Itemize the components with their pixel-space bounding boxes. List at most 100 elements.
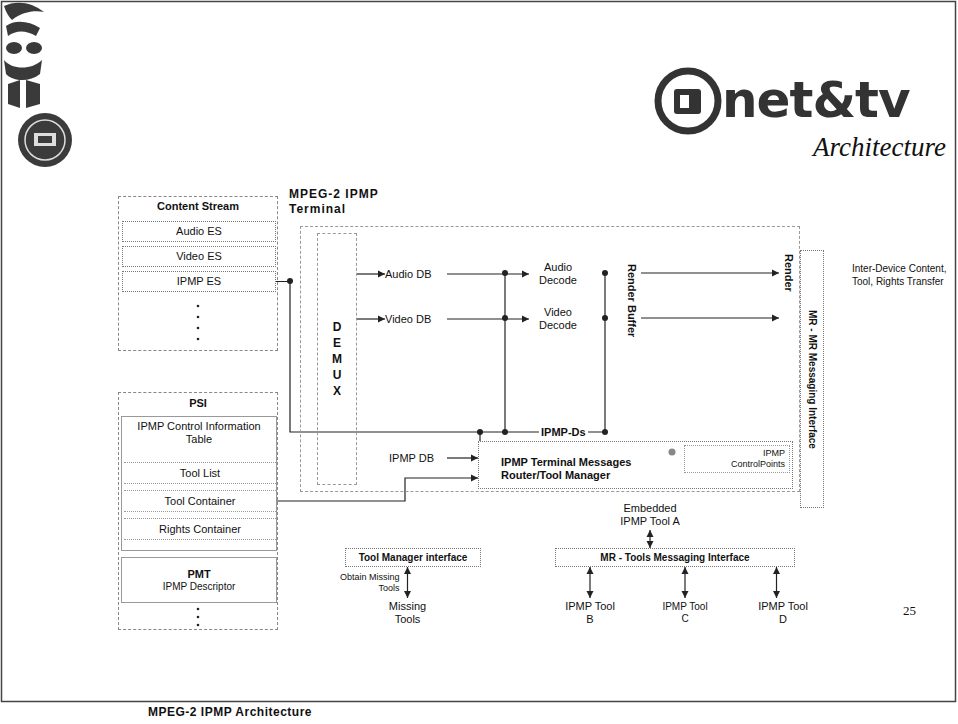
logo-wordmark: net&tv — [722, 70, 910, 130]
crest-emblem — [4, 3, 44, 108]
arrowhead — [772, 315, 779, 322]
side-note: Inter-Device Content, Tool, Rights Trans… — [852, 262, 952, 288]
node-text: Render Buffer — [626, 264, 638, 337]
decoder-label: Audio Decode — [529, 259, 587, 289]
node-text: Video Decode — [529, 306, 587, 332]
node-text: Tool Container — [165, 495, 236, 508]
demux-column: DEMUX — [317, 233, 357, 485]
connector-line — [276, 478, 478, 501]
connector-line — [641, 272, 779, 273]
tool-label: IPMP Tool D — [758, 598, 808, 628]
junction-dots — [287, 270, 608, 435]
connector-line — [447, 318, 529, 319]
node-text: Embedded IPMP Tool A — [613, 502, 688, 528]
control-bus — [480, 273, 605, 432]
node-text: IPMP Tool D — [758, 600, 808, 626]
buffer-label: IPMP DB — [389, 449, 447, 467]
node-text: IPMP Tool B — [565, 600, 615, 626]
decoder-label: Video Decode — [529, 304, 587, 334]
node-text: Tool Manager interface — [359, 552, 468, 563]
node-text: IPMP ControlPoints — [715, 448, 785, 470]
node-text: IPMP Tool C — [660, 601, 710, 625]
figure-caption: MPEG-2 IPMP Architecture — [148, 705, 312, 719]
arrowhead — [587, 567, 594, 574]
node-text: IPMP ES — [177, 275, 221, 288]
node-text: Video ES — [176, 250, 222, 263]
table-box: IPMP Control Information TableTool ListT… — [121, 416, 277, 551]
connector — [447, 271, 529, 278]
arrowhead — [378, 271, 385, 278]
node-text: Content Stream — [119, 197, 277, 212]
arrowhead — [471, 475, 478, 482]
arrowhead — [647, 530, 654, 537]
node-text: DEMUX — [331, 319, 343, 399]
connector — [773, 567, 780, 598]
status-dot — [669, 449, 676, 456]
node-text: MR - MR Messaging Interface — [807, 310, 818, 449]
connector — [404, 567, 411, 598]
node-text: IPMP DB — [389, 452, 434, 464]
connector — [641, 315, 779, 322]
connector — [587, 567, 594, 598]
interface-bar: MR - MR Messaging Interface — [800, 250, 824, 508]
stream-box: Video ES — [122, 246, 276, 267]
buffer-label: Video DB — [385, 310, 447, 328]
arrowhead — [682, 591, 689, 598]
interface-box: MR - Tools Messaging Interface — [555, 548, 795, 567]
arrowhead — [378, 316, 385, 323]
table-row: Rights Container — [124, 518, 276, 540]
connector — [647, 530, 654, 548]
node-text: IPMP Control Information Table — [122, 417, 276, 446]
arrowhead — [773, 567, 780, 574]
node-text: PSI — [119, 393, 277, 409]
psi-panel: PSI IPMP Control Information TableTool Li… — [118, 392, 278, 630]
terminal-region: MPEG-2 IPMP TerminalDEMUXAudio DBVideo D… — [300, 226, 800, 492]
connector-line — [641, 317, 779, 318]
stream-panel: Content StreamAudio ES Video ES IPMP ES — [118, 196, 278, 351]
render-buffer: Render Buffer — [623, 251, 641, 351]
connector — [682, 567, 689, 598]
tool-label: Embedded IPMP Tool A — [600, 500, 700, 530]
page-number: 25 — [903, 603, 916, 619]
render-label: Render — [779, 251, 799, 331]
connector — [447, 455, 478, 462]
stream-box: IPMP ES — [122, 271, 276, 292]
table-row: Tool List — [124, 462, 276, 484]
node-text: PMT — [187, 568, 210, 581]
connector — [276, 282, 480, 442]
arrowhead — [522, 271, 529, 278]
message-router: IPMP-DsIPMP Terminal Messages Router/Too… — [478, 441, 793, 489]
node-text: Audio ES — [176, 225, 222, 238]
interface-box: Tool Manager interface — [345, 548, 481, 567]
arrowhead — [773, 591, 780, 598]
connector-line — [276, 282, 480, 442]
slide-title: Architecture — [740, 132, 946, 163]
connector-line — [447, 273, 529, 274]
table-box: PMTIPMP Descriptor — [121, 557, 277, 603]
buffer-label: Audio DB — [385, 265, 447, 283]
tool-label: IPMP Tool B — [565, 598, 615, 628]
node-text: Video DB — [385, 313, 431, 325]
university-seal — [18, 113, 72, 167]
node-text: Tool List — [180, 467, 220, 480]
arrowhead — [404, 591, 411, 598]
edge-label: Obtain Missing Tools — [328, 572, 400, 594]
tool-label: IPMP Tool C — [660, 598, 710, 628]
node-text: Missing Tools — [380, 600, 435, 626]
slide-frame — [2, 2, 956, 702]
connector — [357, 271, 385, 278]
node-text: IPMP-Ds — [539, 426, 588, 438]
tool-label: Missing Tools — [380, 598, 435, 628]
node-text: Audio Decode — [529, 261, 587, 287]
node-subtext: IPMP Descriptor — [163, 581, 236, 593]
arrowhead — [471, 455, 478, 462]
connector — [276, 475, 478, 502]
control-points: IPMP ControlPoints — [684, 445, 790, 473]
arrowhead — [647, 541, 654, 548]
node-text: MPEG-2 IPMP Terminal — [289, 187, 399, 217]
arrowhead — [682, 567, 689, 574]
node-text: Audio DB — [385, 268, 431, 280]
connector — [447, 316, 529, 323]
node-text: Rights Container — [159, 523, 241, 536]
